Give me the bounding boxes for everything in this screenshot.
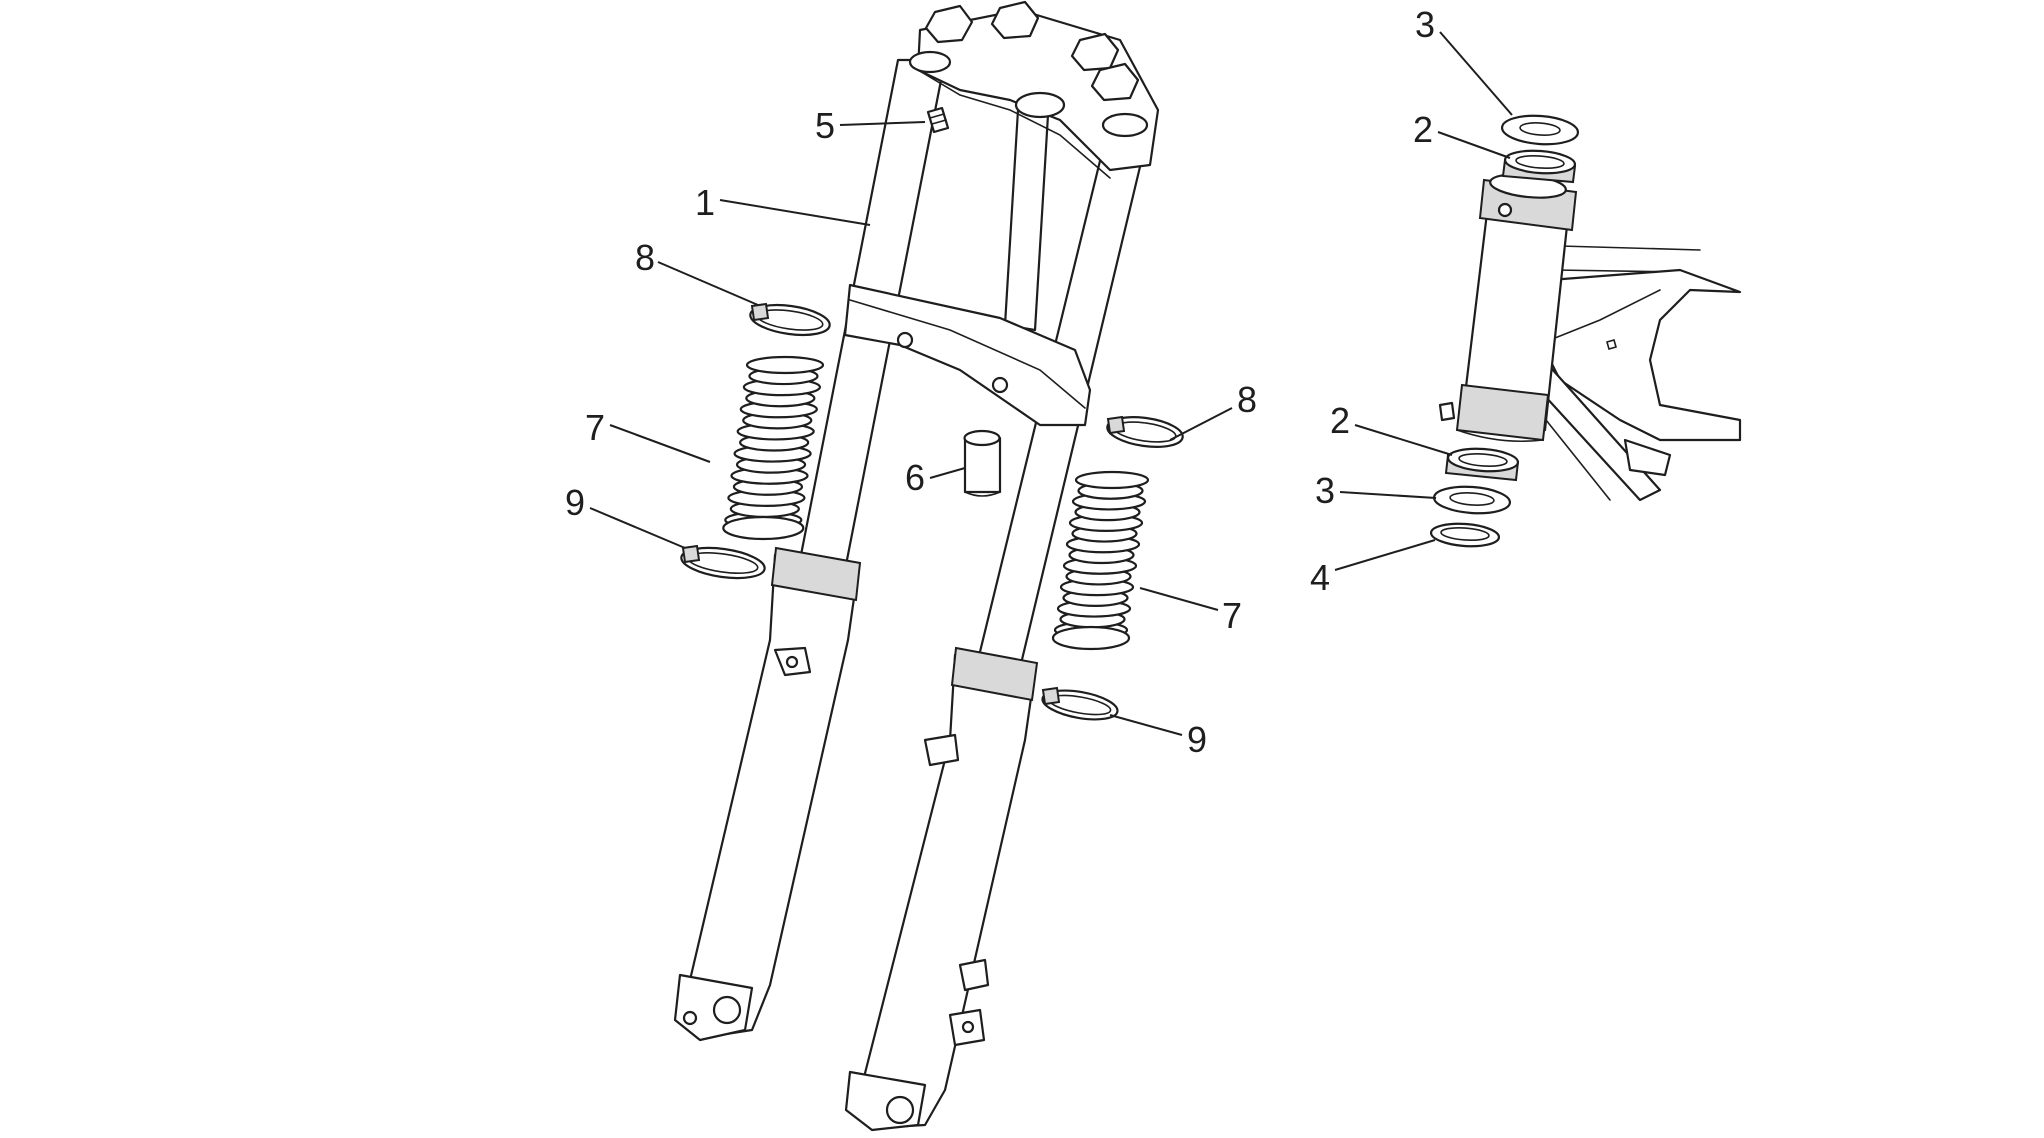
left-slider-seal-holder (770, 546, 862, 602)
callout-6: 6 (905, 457, 925, 498)
callout-5: 5 (815, 105, 835, 146)
leader-6 (929, 467, 966, 479)
callout-7-right: 7 (1222, 595, 1242, 636)
left-upper-clamp (749, 302, 831, 337)
callout-8-right: 8 (1237, 379, 1257, 420)
right-fender-lug (923, 733, 960, 767)
lower-clamp-bolt-left (896, 331, 914, 349)
right-slider (848, 653, 1037, 1130)
fork-assembly (673, 0, 1160, 1132)
right-dust-boot (1051, 470, 1150, 651)
leader-9-right (1109, 714, 1183, 736)
bleed-screw (926, 106, 950, 134)
top-clamp-bolt-4 (1090, 62, 1140, 102)
head-tube-slot (1438, 401, 1456, 422)
callout-4: 4 (1310, 557, 1330, 598)
top-clamp-left-bore (908, 50, 952, 74)
callout-1: 1 (695, 182, 715, 223)
left-axle-hole (712, 995, 742, 1025)
right-upper-clamp (1106, 415, 1184, 448)
leader-4 (1334, 539, 1436, 571)
boot-base-ring (722, 515, 805, 541)
leader-7-right (1139, 587, 1219, 611)
frame-lower-bracket (1623, 438, 1672, 477)
upper-bearing (1501, 149, 1577, 184)
boot-fold (1074, 470, 1150, 490)
leader-7-left (609, 424, 711, 463)
top-clamp-right-bore (1101, 112, 1149, 138)
leader-3-bottom (1339, 491, 1437, 499)
right-slider-seal-holder (950, 646, 1039, 702)
callout-9-right: 9 (1187, 719, 1207, 760)
callout-8-left: 8 (635, 237, 655, 278)
top-clamp-bolt-1 (924, 4, 974, 44)
leader-2-bottom (1354, 424, 1453, 456)
lower-triple-clamp (843, 283, 1092, 427)
lower-bearing (1444, 447, 1520, 482)
lower-race (1432, 485, 1512, 515)
boot-fold (745, 355, 825, 375)
leader-9-left (589, 507, 686, 549)
callout-2-bottom: 2 (1330, 400, 1350, 441)
left-axle-bolt (682, 1010, 698, 1026)
lower-clamp-edge (849, 299, 1086, 409)
top-clamp-center-bore (1014, 91, 1066, 119)
leader-lines (589, 31, 1513, 736)
lower-clamp-bolt-right (991, 376, 1009, 394)
leader-5 (839, 121, 926, 126)
callouts: 1 2 2 3 3 4 5 6 7 7 8 8 9 9 (565, 4, 1435, 760)
left-lower-clamp (680, 544, 766, 580)
right-caliper-lug-upper (958, 958, 990, 992)
lower-washer (1429, 522, 1501, 548)
left-dust-boot (722, 355, 825, 541)
frame-gusset (1543, 268, 1742, 442)
top-clamp-bolt-2 (990, 0, 1040, 40)
callout-3-bottom: 3 (1315, 470, 1335, 511)
callout-2-top: 2 (1413, 109, 1433, 150)
left-slider (678, 553, 860, 1040)
leader-8-right (1169, 407, 1233, 441)
right-caliper-hole (961, 1020, 975, 1034)
head-tube-hole (1497, 202, 1513, 218)
right-axle-hole (885, 1095, 915, 1125)
right-lower-clamp (1041, 686, 1119, 721)
callout-9-left: 9 (565, 482, 585, 523)
gusset-mark (1606, 339, 1617, 350)
boot-base-ring (1051, 625, 1131, 651)
callout-7-left: 7 (585, 407, 605, 448)
callout-3-top: 3 (1415, 4, 1435, 45)
frame-gusset-inner (1549, 289, 1661, 341)
spacer-sleeve (963, 429, 1002, 497)
steering-head-frame (1438, 173, 1742, 502)
top-clamp-edge (917, 69, 1111, 179)
leader-3-top (1439, 31, 1513, 116)
leader-2-top (1437, 131, 1511, 159)
upper-washer (1500, 114, 1580, 146)
leader-1 (719, 199, 871, 226)
leader-8-left (657, 261, 759, 306)
left-caliper-lug-hole (785, 655, 799, 669)
head-tube-bottom-edge (1456, 429, 1544, 443)
steering-stem (1003, 108, 1050, 332)
head-tube-bottom-collar (1455, 383, 1550, 442)
